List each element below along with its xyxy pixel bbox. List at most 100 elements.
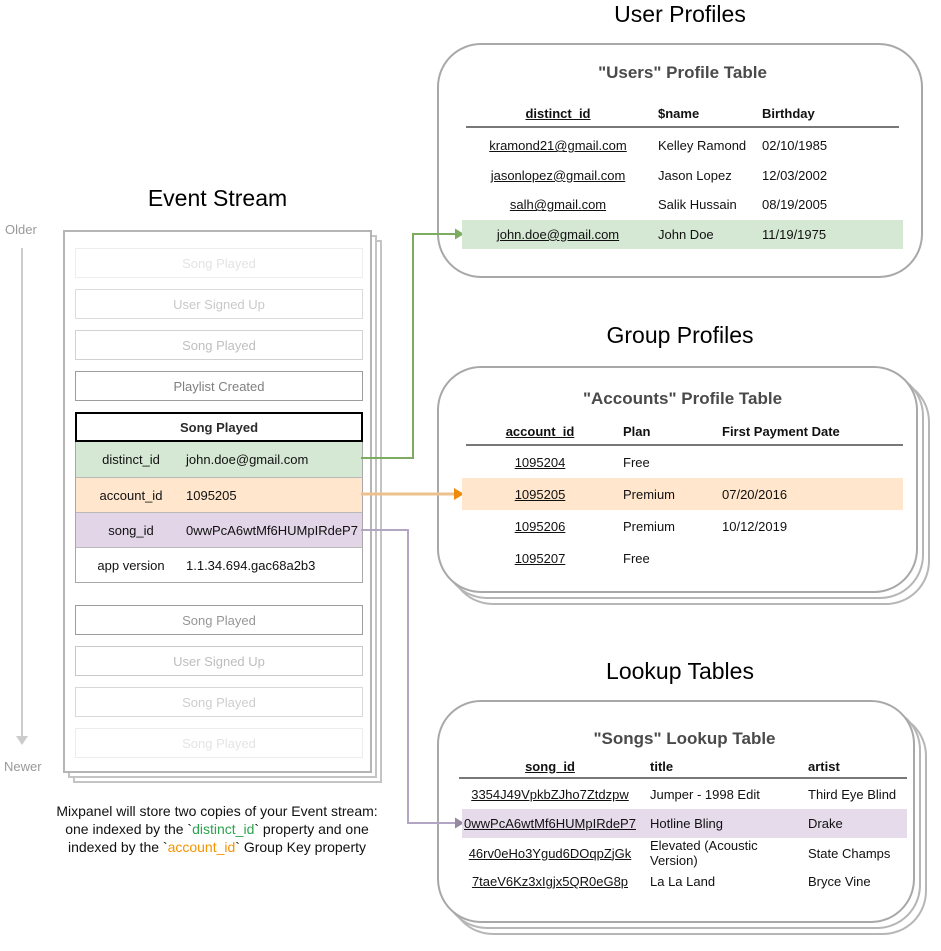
cell-name: Salik Hussain bbox=[658, 197, 737, 213]
column-header: Birthday bbox=[762, 105, 815, 121]
event-property-row: account_id 1095205 bbox=[75, 477, 363, 513]
property-key: distinct_id bbox=[102, 452, 160, 467]
event-box: Song Played bbox=[75, 248, 363, 278]
cell-song-id: 7taeV6Kz3xIgjx5QR0eG8p bbox=[471, 874, 629, 889]
accounts-table-body: 1095204 Free 1095205 Premium 07/20/2016 … bbox=[462, 446, 903, 574]
caption-line-2: one indexed by the `distinct_id` propert… bbox=[27, 820, 407, 838]
column-header: song_id bbox=[525, 758, 575, 774]
column-header: artist bbox=[808, 758, 840, 774]
event-box: Song Played bbox=[75, 330, 363, 360]
table-row: 1095207 Free bbox=[462, 542, 903, 574]
column-header: title bbox=[650, 758, 674, 774]
caption-text: ` property and one bbox=[254, 821, 369, 837]
cell-artist: Bryce Vine bbox=[808, 874, 871, 889]
event-property-row: song_id 0wwPcA6wtMf6HUMpIRdeP7 bbox=[75, 512, 363, 548]
cell-first-payment: 07/20/2016 bbox=[722, 486, 788, 502]
column-header: account_id bbox=[505, 423, 575, 439]
timeline-arrow-down-icon bbox=[16, 736, 28, 745]
cell-account-id: 1095206 bbox=[514, 518, 566, 534]
cell-song-id: 46rv0eHo3Ygud6DOqpZjGk bbox=[468, 845, 632, 861]
event-box: Song Played bbox=[75, 605, 363, 635]
distinct-id-keyword: distinct_id bbox=[192, 821, 255, 837]
event-box: Song Played bbox=[75, 728, 363, 758]
event-label: User Signed Up bbox=[173, 296, 265, 312]
cell-title: Hotline Bling bbox=[650, 816, 723, 831]
cell-artist: State Champs bbox=[808, 845, 891, 861]
timeline-line bbox=[21, 248, 23, 736]
event-label: Song Played bbox=[182, 337, 256, 353]
table-row-highlighted-orange: 1095205 Premium 07/20/2016 bbox=[462, 478, 903, 510]
cell-account-id: 1095204 bbox=[514, 454, 566, 470]
property-value: john.doe@gmail.com bbox=[186, 452, 309, 467]
users-table-body: kramond21@gmail.com Kelley Ramond 02/10/… bbox=[462, 131, 903, 249]
cell-title: Jumper - 1998 Edit bbox=[650, 787, 760, 802]
event-stream-caption: Mixpanel will store two copies of your E… bbox=[27, 802, 407, 856]
cell-birthday: 12/03/2002 bbox=[762, 167, 828, 183]
cell-birthday: 08/19/2005 bbox=[762, 197, 828, 213]
lookup-tables-title: Lookup Tables bbox=[606, 658, 754, 684]
cell-distinct-id: salh@gmail.com bbox=[509, 197, 607, 213]
cell-artist: Third Eye Blind bbox=[808, 787, 897, 802]
event-label: Playlist Created bbox=[173, 378, 265, 394]
column-header: $name bbox=[658, 105, 700, 121]
property-key: song_id bbox=[108, 522, 154, 538]
event-label: User Signed Up bbox=[173, 653, 265, 669]
property-value: 1095205 bbox=[186, 487, 237, 503]
songs-table-header: song_id title artist bbox=[462, 757, 907, 775]
table-row: salh@gmail.com Salik Hussain 08/19/2005 bbox=[462, 190, 903, 220]
table-row: 3354J49VpkbZJho7Ztdzpw Jumper - 1998 Edi… bbox=[462, 780, 907, 809]
accounts-table-header: account_id Plan First Payment Date bbox=[462, 422, 903, 440]
event-label: Song Played bbox=[182, 612, 256, 628]
cell-plan: Free bbox=[623, 550, 650, 566]
caption-text: ` Group Key property bbox=[235, 839, 367, 855]
cell-account-id: 1095207 bbox=[514, 550, 566, 566]
event-stream-box: Song Played User Signed Up Song Played P… bbox=[63, 230, 372, 773]
cell-name: John Doe bbox=[658, 226, 714, 242]
event-property-row: app version 1.1.34.694.gac68a2b3 bbox=[75, 547, 363, 583]
group-profiles-title: Group Profiles bbox=[606, 322, 754, 348]
table-row-highlighted-green: john.doe@gmail.com John Doe 11/19/1975 bbox=[462, 219, 903, 249]
column-header: Plan bbox=[623, 423, 651, 439]
accounts-table-title: "Accounts" Profile Table bbox=[582, 389, 783, 408]
cell-distinct-id: kramond21@gmail.com bbox=[489, 138, 627, 154]
event-stream-title: Event Stream bbox=[147, 185, 288, 211]
table-row: 1095206 Premium 10/12/2019 bbox=[462, 510, 903, 542]
cell-song-id: 3354J49VpkbZJho7Ztdzpw bbox=[471, 787, 629, 802]
table-row: 46rv0eHo3Ygud6DOqpZjGk Elevated (Acousti… bbox=[462, 838, 907, 868]
event-label: Song Played bbox=[182, 694, 256, 710]
newer-label: Newer bbox=[4, 759, 42, 774]
caption-line-1: Mixpanel will store two copies of your E… bbox=[56, 803, 378, 819]
event-box: User Signed Up bbox=[75, 289, 363, 319]
expanded-event-card: Song Played distinct_id john.doe@gmail.c… bbox=[75, 412, 363, 583]
cell-artist: Drake bbox=[808, 816, 843, 831]
cell-name: Jason Lopez bbox=[658, 167, 732, 183]
cell-plan: Premium bbox=[623, 486, 676, 502]
account-id-keyword: account_id bbox=[167, 839, 236, 855]
cell-account-id: 1095205 bbox=[514, 486, 566, 502]
expanded-event-title: Song Played bbox=[75, 412, 363, 442]
cell-plan: Free bbox=[623, 454, 650, 470]
songs-table-body: 3354J49VpkbZJho7Ztdzpw Jumper - 1998 Edi… bbox=[462, 780, 907, 896]
cell-plan: Premium bbox=[623, 518, 676, 534]
table-row: 1095204 Free bbox=[462, 446, 903, 478]
cell-first-payment: 10/12/2019 bbox=[722, 518, 788, 534]
cell-title: Elevated (Acoustic Version) bbox=[650, 838, 758, 868]
users-header-rule bbox=[466, 126, 899, 128]
property-value: 1.1.34.694.gac68a2b3 bbox=[186, 557, 316, 573]
users-table-title: "Users" Profile Table bbox=[598, 63, 767, 82]
table-row: kramond21@gmail.com Kelley Ramond 02/10/… bbox=[462, 131, 903, 161]
songs-header-rule bbox=[459, 777, 907, 779]
event-label: Song Played bbox=[182, 255, 256, 271]
cell-birthday: 02/10/1985 bbox=[762, 138, 828, 154]
event-box: User Signed Up bbox=[75, 646, 363, 676]
caption-text: one indexed by the ` bbox=[65, 821, 193, 837]
accounts-header-rule bbox=[466, 444, 903, 446]
caption-line-3: indexed by the `account_id` Group Key pr… bbox=[27, 838, 407, 856]
caption-text: indexed by the ` bbox=[67, 839, 168, 855]
cell-distinct-id: john.doe@gmail.com bbox=[496, 226, 620, 242]
users-table-header: distinct_id $name Birthday bbox=[462, 104, 903, 122]
cell-name: Kelley Ramond bbox=[658, 138, 747, 154]
cell-title: La La Land bbox=[650, 874, 716, 889]
property-key: app version bbox=[97, 557, 165, 573]
